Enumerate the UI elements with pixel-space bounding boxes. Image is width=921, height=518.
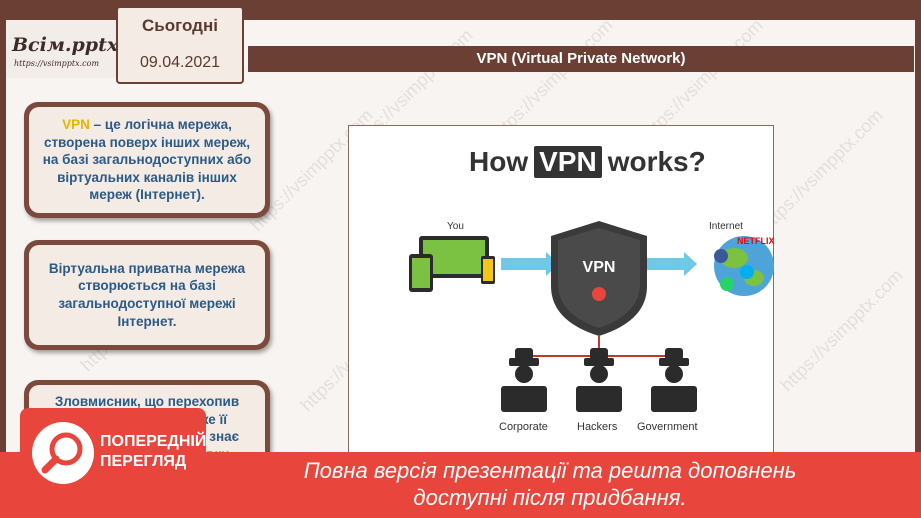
internet-label: Internet <box>709 221 743 232</box>
info-card-text: Віртуальна приватна мережа створюється н… <box>29 245 265 345</box>
preview-badge-line2: ПЕРЕГЛЯД <box>100 453 187 470</box>
date-value: 09.04.2021 <box>139 54 221 71</box>
vpn-highlight: VPN <box>62 117 90 133</box>
devices-icon <box>409 236 495 292</box>
preview-badge-line1: ПОПЕРЕДНІЙ <box>100 433 207 450</box>
spy-corporate-icon <box>501 348 547 412</box>
globe-icon <box>714 236 774 296</box>
preview-message-line2: доступні після придбання. <box>413 485 687 510</box>
date-box: Сьогодні 09.04.2021 <box>116 6 244 84</box>
info-card-definition: VPN – це логічна мережа, створена поверх… <box>24 102 270 218</box>
diagram-title: How VPN works? <box>469 146 706 178</box>
node-government-label: Government <box>637 421 698 433</box>
diagram-title-box: VPN <box>534 146 602 178</box>
node-hackers-label: Hackers <box>577 421 618 433</box>
info-card-text: VPN – це логічна мережа, створена поверх… <box>29 107 265 213</box>
you-label: You <box>447 221 464 232</box>
diagram-title-left: How <box>469 146 529 177</box>
svg-text:VPN: VPN <box>583 259 616 276</box>
vpn-shield-icon: VPN <box>551 221 647 336</box>
spy-government-icon <box>651 348 697 412</box>
netflix-label: NETFLIX <box>737 236 775 246</box>
definition-text: – це логічна мережа, створена поверх інш… <box>42 117 252 203</box>
diagram-graphics: VPN <box>409 221 774 412</box>
preview-badge: ПОПЕРЕДНІЙ ПЕРЕГЛЯД <box>20 408 206 500</box>
magnifier-icon <box>32 422 94 484</box>
spy-hackers-icon <box>576 348 622 412</box>
arrow-right-icon <box>639 252 697 276</box>
logo-url: https://vsimpptx.com <box>14 59 100 68</box>
preview-badge-text: ПОПЕРЕДНІЙ ПЕРЕГЛЯД <box>100 432 206 472</box>
preview-message-line1: Повна версія презентації та решта доповн… <box>303 458 797 483</box>
info-card-virtual: Віртуальна приватна мережа створюється н… <box>24 240 270 350</box>
logo <box>6 20 116 78</box>
date-label: Сьогодні <box>142 16 218 35</box>
slide-title: VPN (Virtual Private Network) <box>248 46 914 72</box>
magnifier-svg <box>41 432 83 474</box>
arrow-left-icon <box>501 252 559 276</box>
diagram-title-right: works? <box>607 146 706 177</box>
vpn-diagram-image: How VPN works? You Internet VPN <box>348 125 775 455</box>
node-corporate-label: Corporate <box>499 421 548 433</box>
logo-title: Всім.pptx <box>12 34 119 56</box>
